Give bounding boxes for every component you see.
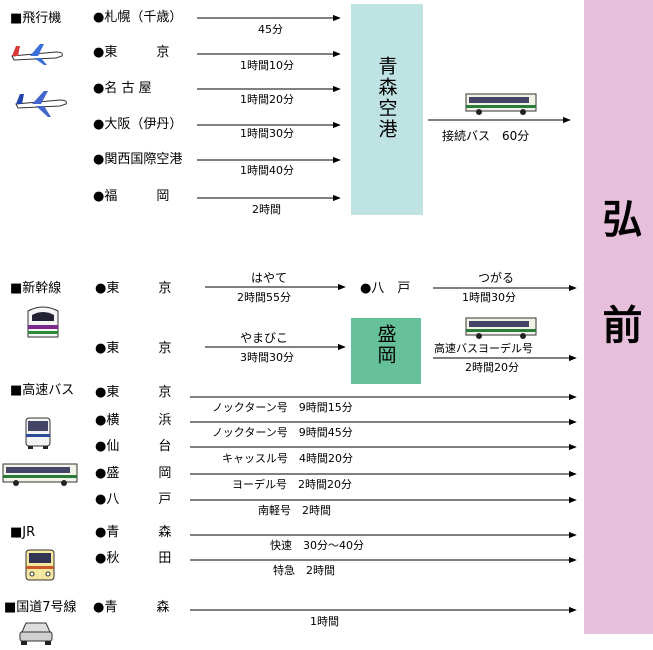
yamabiko-label: やまびこ [240, 331, 289, 345]
plane-origin-3: ●名 古 屋 [93, 81, 152, 96]
route7-origin: ●青 森 [93, 600, 170, 615]
airplane-icon [11, 44, 63, 65]
plane-origin-2: ●東 京 [93, 45, 170, 60]
airport-bus-label: 接続バス 60分 [442, 129, 530, 143]
tsugaru-duration: 1時間30分 [462, 291, 516, 304]
shinkansen-origin-2: ●東 京 [95, 341, 172, 356]
route7-duration: 1時間 [310, 615, 339, 628]
section-highway-bus: ■高速バス [10, 383, 75, 398]
bus-label-1: ノックターン号 9時間15分 [212, 401, 353, 414]
hayate-duration: 2時間55分 [237, 291, 291, 304]
bus-origin-3: ●仙 台 [95, 439, 172, 454]
bus-front-icon [25, 417, 51, 449]
section-shinkansen: ■新幹線 [10, 281, 62, 296]
section-jr: ■JR [10, 525, 36, 540]
plane-duration-4: 1時間30分 [240, 127, 294, 140]
bus-label-5: 南軽号 2時間 [258, 504, 331, 517]
bus-origin-2: ●横 浜 [95, 413, 172, 428]
morioka-label: 盛岡 [374, 324, 397, 366]
hayate-label: はやて [251, 271, 288, 285]
hachinohe-hub: ●八 戸 [360, 281, 411, 296]
yodel-duration: 2時間20分 [465, 361, 519, 374]
jr-origin-2: ●秋 田 [95, 551, 172, 566]
jr-origin-1: ●青 森 [95, 525, 172, 540]
plane-duration-5: 1時間40分 [240, 164, 294, 177]
plane-duration-2: 1時間10分 [240, 59, 294, 72]
train-icon [25, 549, 55, 581]
bus-origin-5: ●八 戸 [95, 492, 172, 507]
plane-origin-4: ●大阪（伊丹） [93, 117, 183, 132]
hirosaki-band: 弘前 [584, 0, 653, 634]
yodel-label: 高速バスヨーデル号 [434, 342, 533, 355]
bus-icon [2, 463, 78, 486]
jr-label-1: 快速 30分～40分 [270, 539, 364, 552]
jr-label-2: 特急 2時間 [273, 564, 335, 577]
section-route7: ■国道7号線 [4, 600, 77, 615]
destination-label: 弘前 [595, 198, 643, 410]
airplane-icon [15, 91, 67, 117]
shinkansen-origin-1: ●東 京 [95, 281, 172, 296]
aomori-airport-box: 青森空港 [351, 4, 423, 215]
bus-icon [465, 93, 537, 115]
plane-duration-1: 45分 [258, 23, 283, 36]
bus-origin-4: ●盛 岡 [95, 466, 172, 481]
plane-origin-5: ●関西国際空港 [93, 152, 183, 167]
bus-label-2: ノックターン号 9時間45分 [212, 426, 353, 439]
shinkansen-icon [27, 306, 59, 338]
aomori-airport-label: 青森空港 [375, 56, 398, 140]
plane-origin-6: ●福 岡 [93, 189, 170, 204]
bus-icon [465, 317, 537, 339]
bus-label-3: キャッスル号 4時間20分 [222, 452, 353, 465]
plane-duration-3: 1時間20分 [240, 93, 294, 106]
section-plane: ■飛行機 [10, 11, 62, 26]
morioka-box: 盛岡 [351, 318, 421, 384]
car-icon [19, 622, 53, 645]
bus-origin-1: ●東 京 [95, 385, 172, 400]
yamabiko-duration: 3時間30分 [240, 351, 294, 364]
plane-duration-6: 2時間 [252, 203, 281, 216]
tsugaru-label: つがる [478, 271, 515, 285]
plane-origin-1: ●札幌（千歳） [93, 10, 183, 25]
bus-label-4: ヨーデル号 2時間20分 [232, 478, 352, 491]
